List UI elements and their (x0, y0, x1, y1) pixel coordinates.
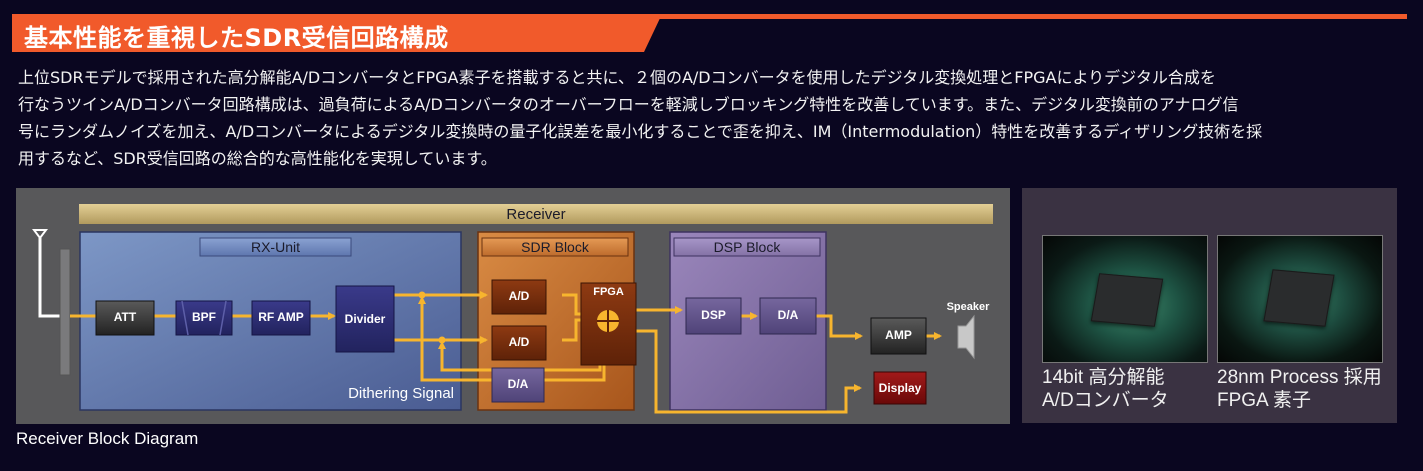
photo-caption-line: 28nm Process 採用 (1217, 367, 1382, 388)
junction-dot (438, 336, 446, 344)
receiver-bar (79, 204, 993, 224)
att-label: ATT (113, 310, 137, 324)
photo-caption-line: FPGA 素子 (1217, 390, 1311, 411)
diagram-caption: Receiver Block Diagram (16, 429, 199, 448)
da-box-sdr (491, 367, 545, 403)
description-line: 号にランダムノイズを加え、A/Dコンバータによるデジタル変換時の量子化誤差を最小… (18, 122, 1263, 141)
junction-dot (418, 291, 426, 299)
dsp-label: DSP (701, 308, 726, 322)
dithering-signal-label: Dithering Signal (348, 385, 454, 402)
sdr-block-title: SDR Block (521, 239, 589, 255)
photo-caption-line: A/Dコンバータ (1042, 390, 1169, 411)
display-box (873, 371, 927, 405)
rx-unit-title: RX-Unit (250, 239, 300, 255)
ad-converter-photo (1042, 235, 1208, 363)
divider-box (335, 285, 395, 353)
divider-label: Divider (344, 312, 386, 326)
receiver-block-diagram: Receiver RX-Unit SDR Block DSP Block ATT… (16, 188, 1010, 424)
ad-box-2 (491, 325, 547, 361)
photo-panel: 14bit 高分解能 A/Dコンバータ 28nm Process 採用 FPGA… (1022, 188, 1397, 423)
sdr-block-header (481, 237, 629, 257)
diagram-graphics (32, 204, 993, 414)
da-box-dsp (759, 297, 817, 335)
description: 上位SDRモデルで採用された高分解能A/DコンバータとFPGA素子を搭載すると共… (18, 64, 1418, 172)
fpga-label: FPGA (593, 286, 624, 298)
description-line: 行なうツインA/Dコンバータ回路構成は、過負荷によるA/Dコンバータのオーバーフ… (18, 95, 1239, 114)
photo-caption-line: 14bit 高分解能 (1042, 367, 1165, 388)
dsp-block-title: DSP Block (713, 239, 781, 255)
ad-box-1 (491, 279, 547, 315)
banner-rule (640, 14, 1407, 19)
da-label-sdr: D/A (507, 377, 529, 391)
bpf-label: BPF (192, 310, 216, 324)
rf-amp-box (251, 300, 311, 336)
att-box (95, 300, 155, 336)
dsp-box (685, 297, 742, 335)
photo-caption-ad: 14bit 高分解能 A/Dコンバータ (1042, 366, 1169, 412)
speaker-icon (957, 314, 975, 360)
ad-label-2: A/D (508, 335, 530, 349)
antenna-icon (32, 229, 48, 240)
display-label: Display (878, 381, 922, 395)
chip-image (1090, 273, 1164, 327)
antenna-bus (59, 248, 71, 376)
fpga-photo (1217, 235, 1383, 363)
chip-image (1263, 269, 1335, 327)
section-title: 基本性能を重視したSDR受信回路構成 (24, 24, 449, 52)
ad-label-1: A/D (508, 289, 530, 303)
speaker-label: Speaker (946, 301, 990, 313)
rx-unit-header (199, 237, 352, 257)
amp-box (870, 317, 927, 355)
dsp-block-header (673, 237, 821, 257)
description-line: 上位SDRモデルで採用された高分解能A/DコンバータとFPGA素子を搭載すると共… (18, 68, 1216, 87)
section-banner: 基本性能を重視したSDR受信回路構成 (12, 14, 662, 52)
description-line: 用するなど、SDR受信回路の総合的な高性能化を実現しています。 (18, 149, 497, 168)
receiver-label: Receiver (506, 206, 566, 223)
banner-background (12, 14, 662, 52)
da-label-dsp: D/A (777, 308, 799, 322)
amp-label: AMP (885, 328, 912, 342)
rf-amp-label: RF AMP (258, 310, 304, 324)
photo-caption-fpga: 28nm Process 採用 FPGA 素子 (1217, 366, 1382, 412)
